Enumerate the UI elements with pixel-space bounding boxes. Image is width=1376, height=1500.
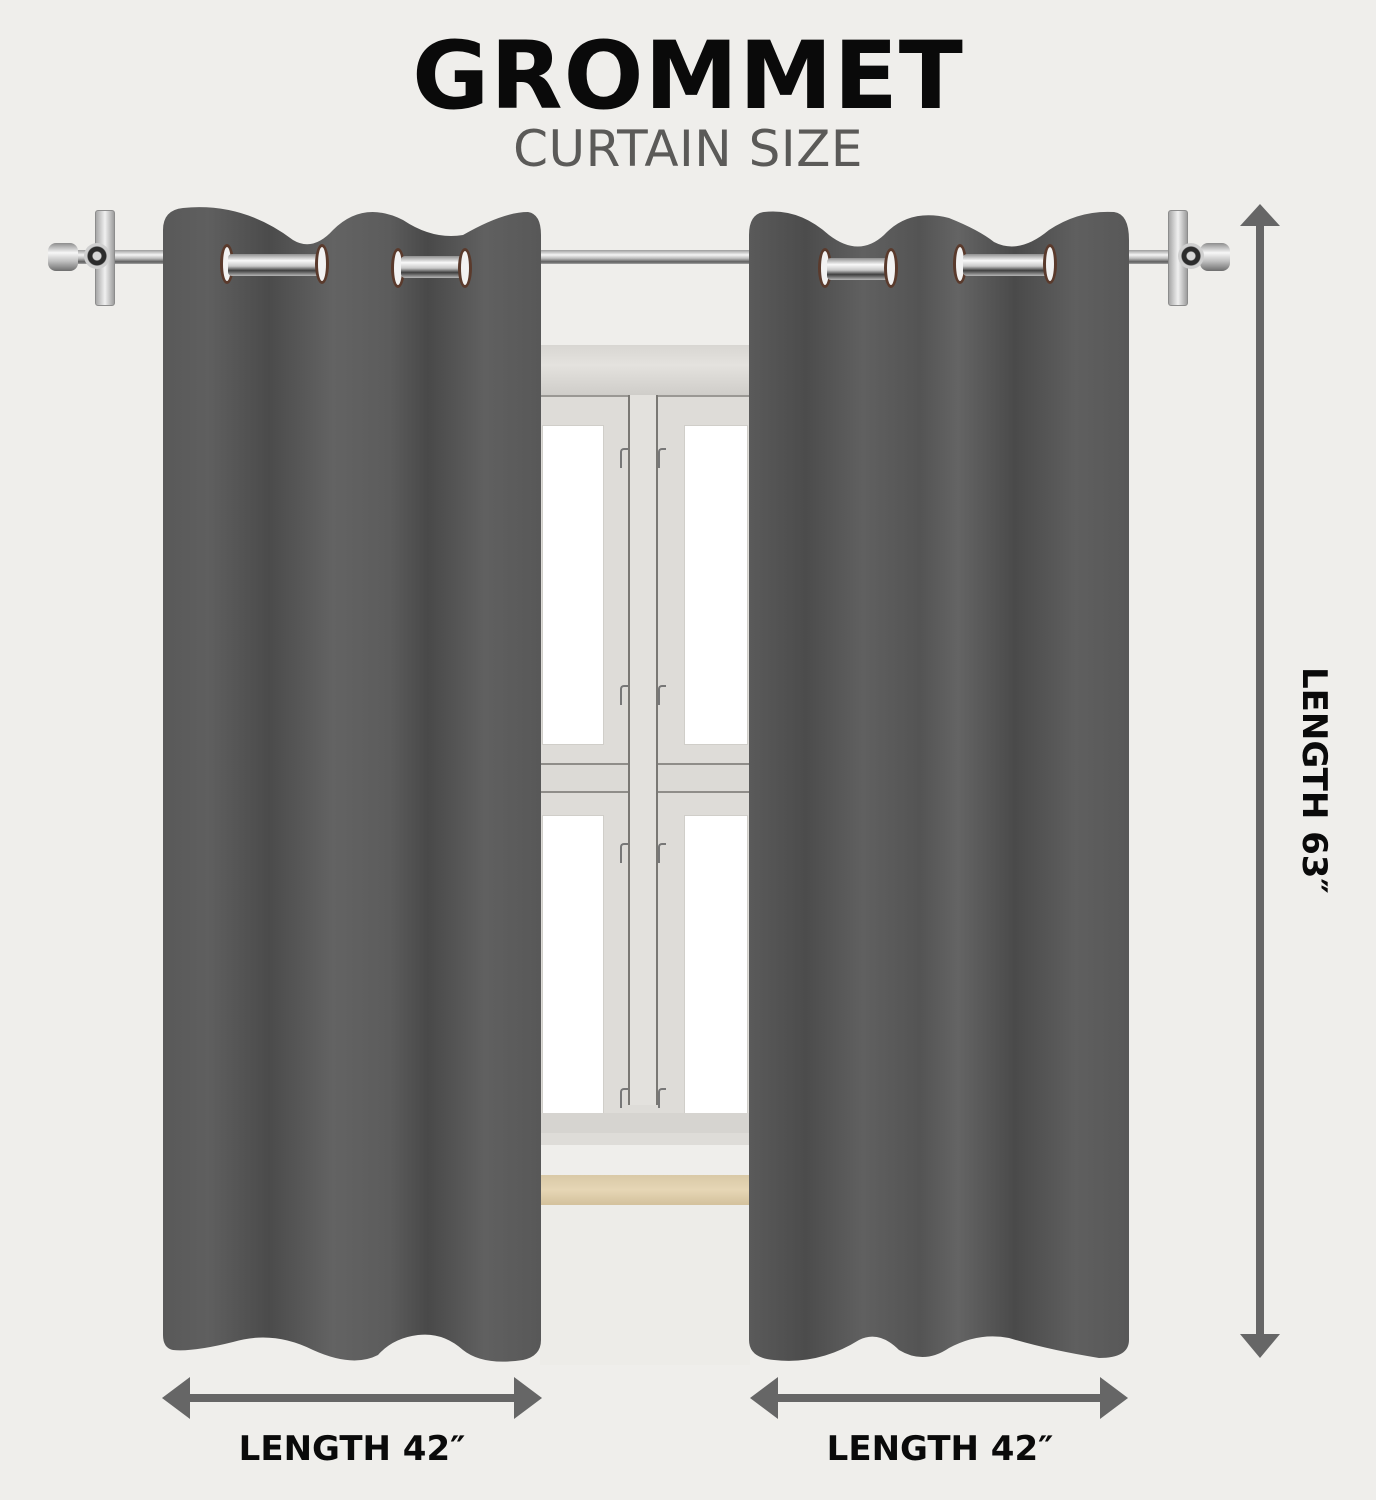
curtain-panel-shape <box>749 211 1129 1361</box>
left-width-label: LENGTH 42″ <box>238 1429 466 1469</box>
rod-bracket-screw-icon <box>84 243 110 269</box>
window-hinge-icon <box>620 685 628 705</box>
grommet-ring <box>315 244 329 284</box>
left-curtain <box>163 200 541 1365</box>
window-lintel <box>540 345 750 397</box>
grommet-ring <box>458 248 472 288</box>
wood-floor-strip <box>540 1175 750 1205</box>
window-mullion <box>628 395 658 1105</box>
grommet-ring <box>884 248 898 288</box>
wall-below-window <box>540 1205 750 1365</box>
window-hinge-icon <box>658 1088 666 1108</box>
grommet-ring <box>1043 244 1057 284</box>
height-dimension-label: LENGTH 63″ <box>1294 666 1334 894</box>
window-hinge-icon <box>658 685 666 705</box>
window-pane <box>542 425 604 745</box>
page-title: GROMMET <box>412 22 964 131</box>
window-hinge-icon <box>658 843 666 863</box>
height-dimension-arrow-icon <box>1240 204 1280 1358</box>
right-width-label: LENGTH 42″ <box>826 1429 1054 1469</box>
grommet-rod-segment <box>827 258 892 280</box>
window-hinge-icon <box>620 1088 628 1108</box>
window-pane <box>542 815 604 1133</box>
rod-bracket-screw-icon <box>1178 243 1204 269</box>
window <box>540 345 750 1145</box>
left-width-arrow-icon <box>162 1377 542 1419</box>
window-hinge-icon <box>620 843 628 863</box>
grommet-rod-segment <box>228 254 323 276</box>
window-hinge-icon <box>658 448 666 468</box>
window-pane <box>684 815 748 1133</box>
window-hinge-icon <box>620 448 628 468</box>
window-pane <box>684 425 748 745</box>
grommet-rod-segment <box>963 254 1051 276</box>
page-subtitle: CURTAIN SIZE <box>513 120 863 178</box>
right-curtain <box>749 200 1129 1365</box>
rod-finial-left <box>48 243 78 271</box>
right-width-arrow-icon <box>750 1377 1128 1419</box>
grommet-rod-segment <box>401 256 466 278</box>
window-sill <box>540 1113 750 1133</box>
rod-finial-right <box>1200 243 1230 271</box>
curtain-panel-shape <box>163 207 541 1362</box>
